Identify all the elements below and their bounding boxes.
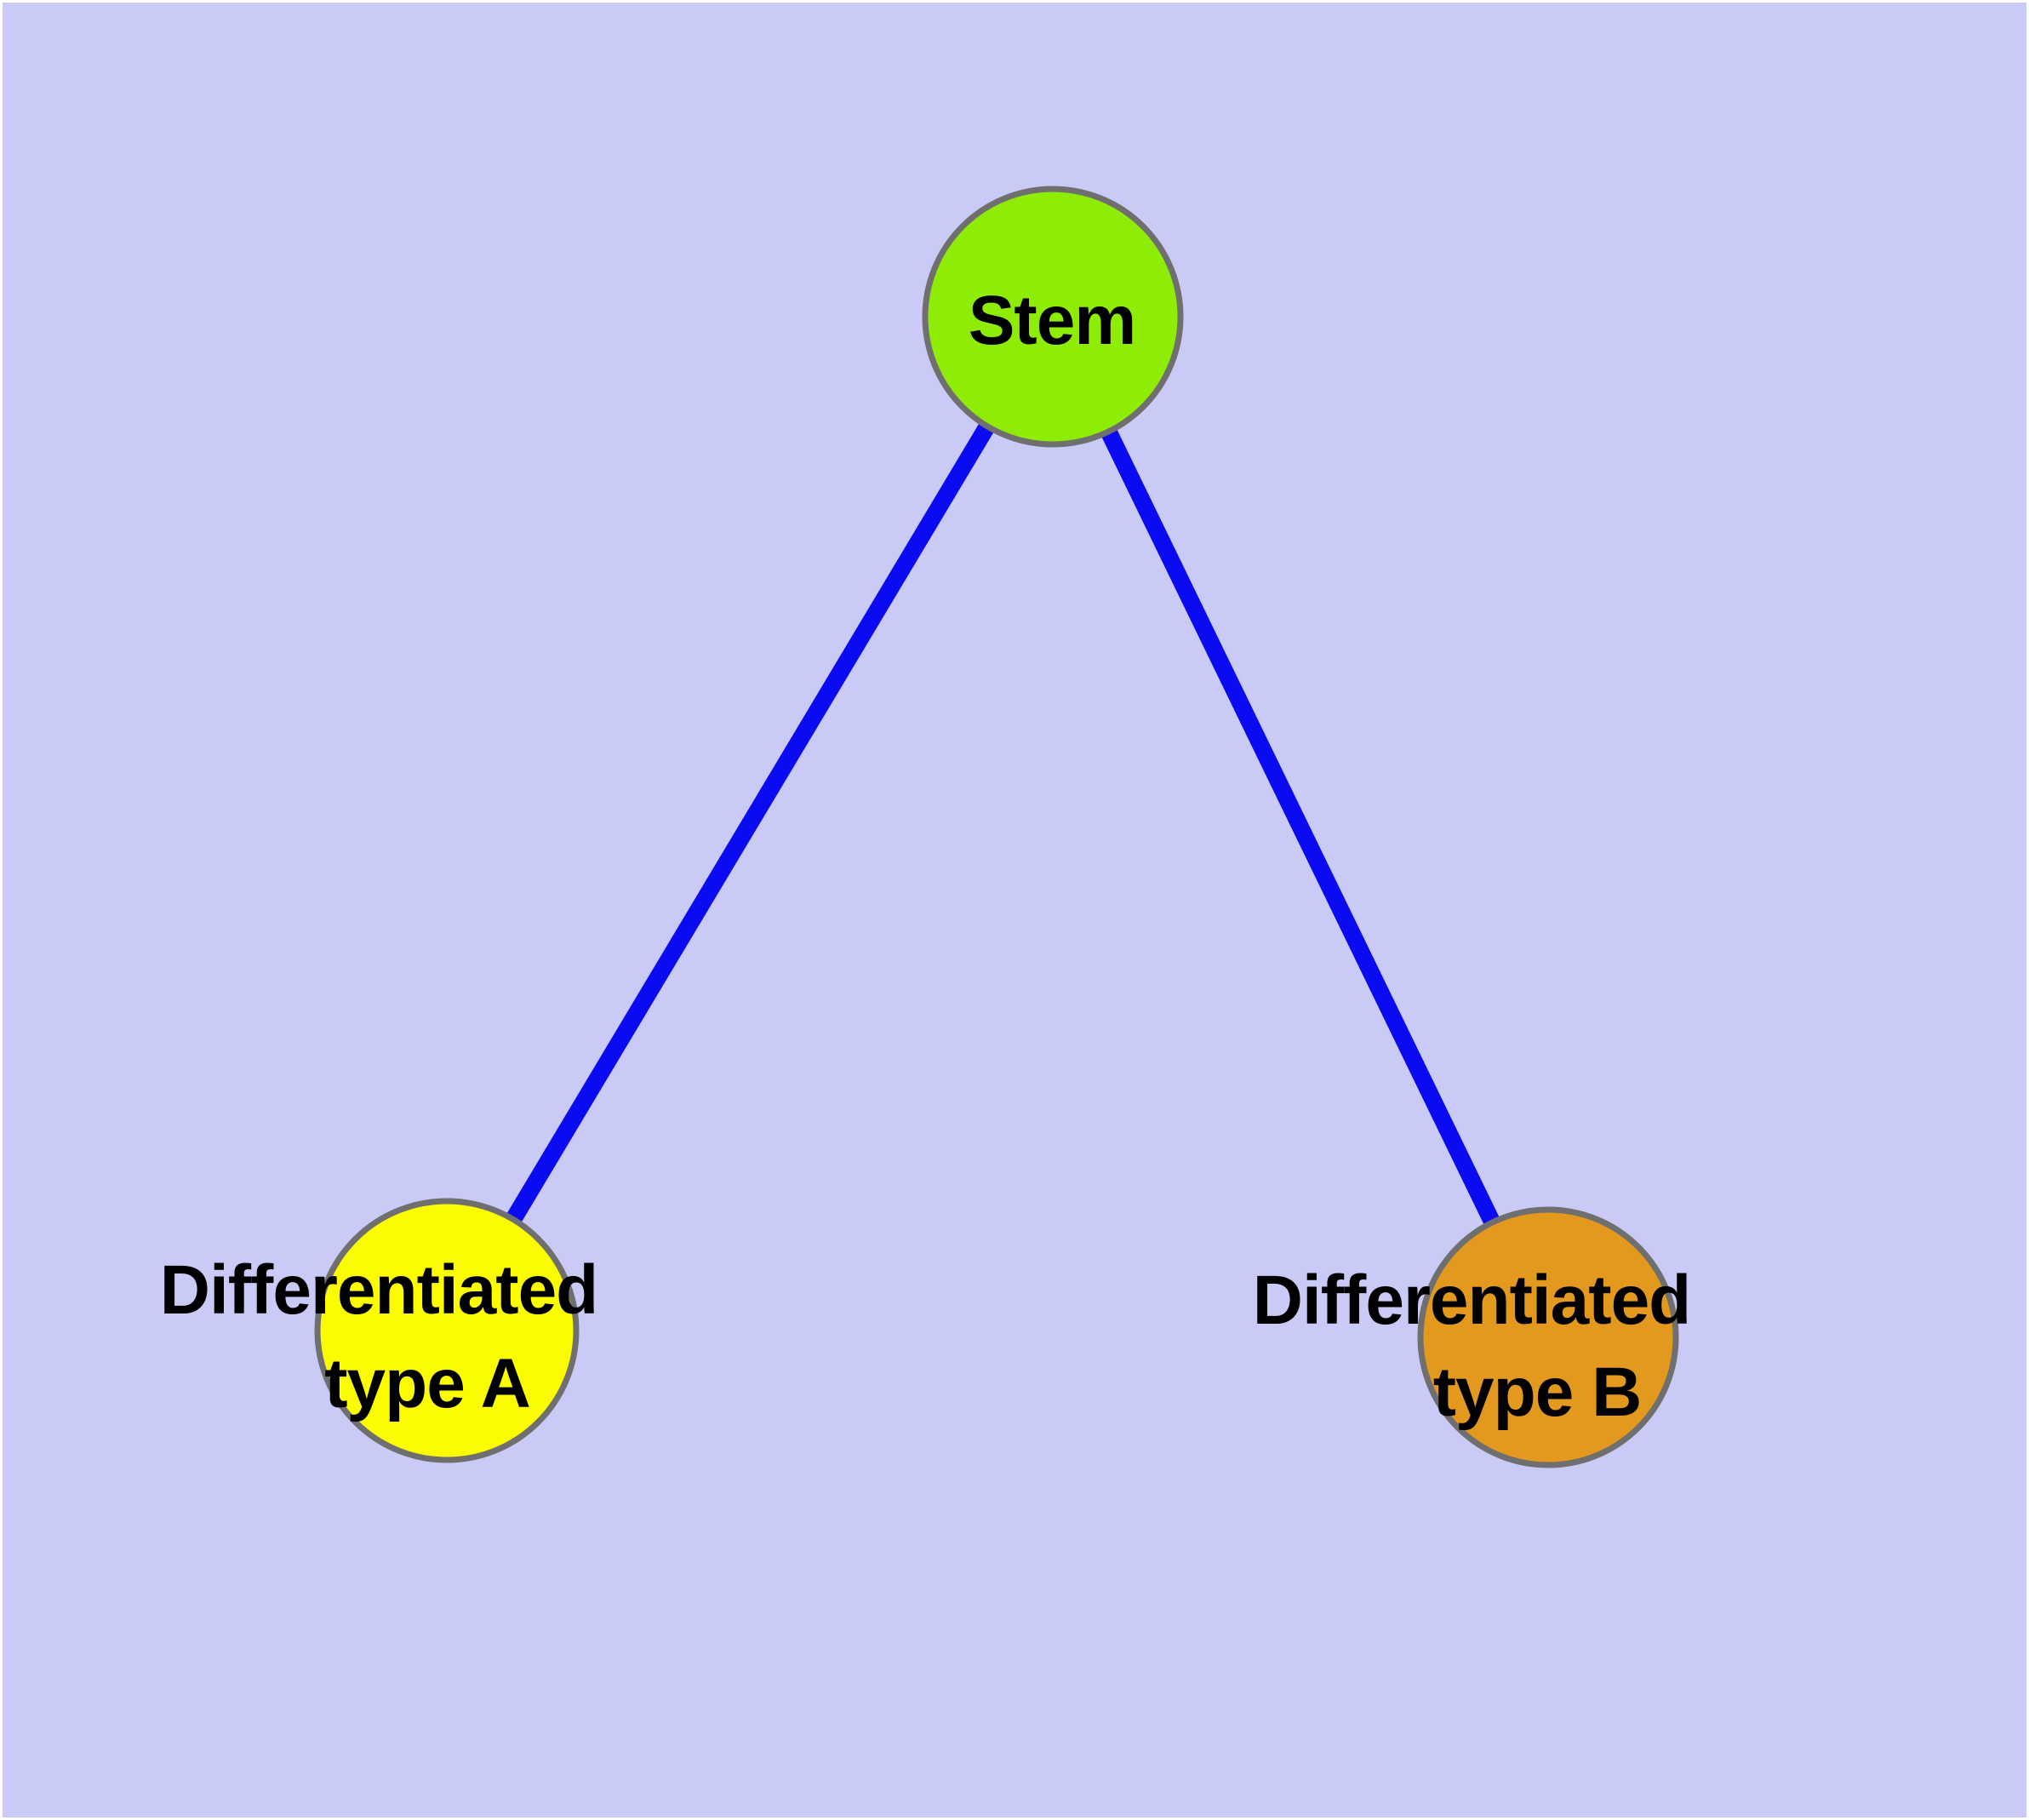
edge-stem-to-type-b	[1045, 312, 1556, 1342]
type-a-node-circle	[314, 1198, 580, 1463]
stem-node-circle	[922, 186, 1184, 448]
type-b-node-circle	[1417, 1206, 1679, 1468]
type-a-label-line-1: Differentiated	[159, 1251, 599, 1329]
stem-node-label: Stem	[968, 282, 1137, 359]
type-b-label-line-2: type B	[1432, 1354, 1643, 1431]
edge-stem-to-type-a	[439, 312, 1060, 1336]
type-b-label-line-1: Differentiated	[1252, 1262, 1692, 1339]
type-a-label-line-2: type A	[324, 1345, 531, 1422]
